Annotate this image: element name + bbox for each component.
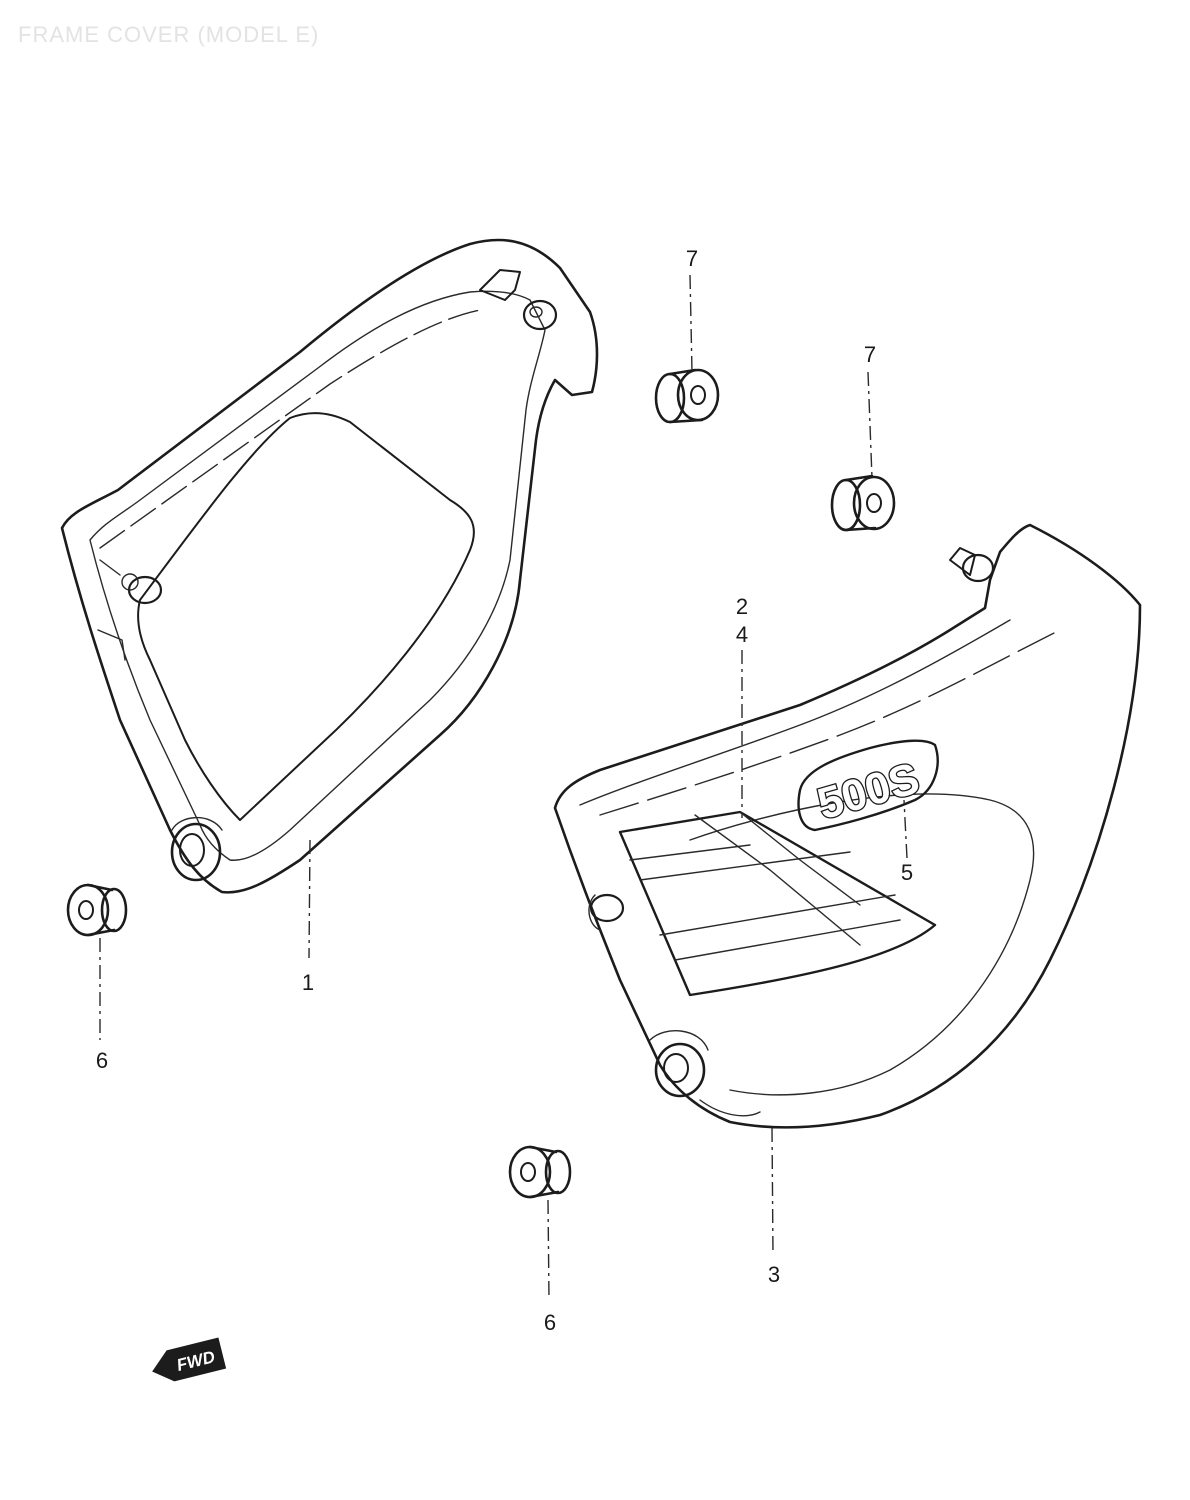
callout-6-left: 6: [96, 1048, 108, 1073]
callout-7-top-right: 7: [864, 342, 876, 367]
forward-arrow-icon: [152, 1337, 227, 1382]
callout-6-center: 6: [544, 1310, 556, 1335]
callout-7-top-center: 7: [686, 246, 698, 271]
forward-direction-badge: FWD: [152, 1337, 227, 1382]
grommet-bottom-left: [66, 883, 128, 937]
callout-numbers: 7 7 2 4 5 1 6 3 6: [96, 246, 913, 1335]
leader-lines: [99, 274, 908, 1301]
callout-4: 4: [736, 622, 748, 647]
right-frame-cover: [553, 523, 1142, 1129]
callout-1: 1: [302, 970, 314, 995]
cushion-top-center: [654, 368, 720, 424]
callout-5: 5: [901, 860, 913, 885]
callout-3: 3: [768, 1262, 780, 1287]
stripe-grid-emblem: [618, 810, 937, 997]
callout-2: 2: [736, 594, 748, 619]
page-title: FRAME COVER (MODEL E): [18, 22, 320, 47]
grommet-bottom-center: [508, 1145, 572, 1199]
cushion-top-right: [830, 474, 896, 532]
badge-emblem-500s: 500S: [797, 739, 939, 832]
left-frame-cover: [60, 238, 599, 894]
